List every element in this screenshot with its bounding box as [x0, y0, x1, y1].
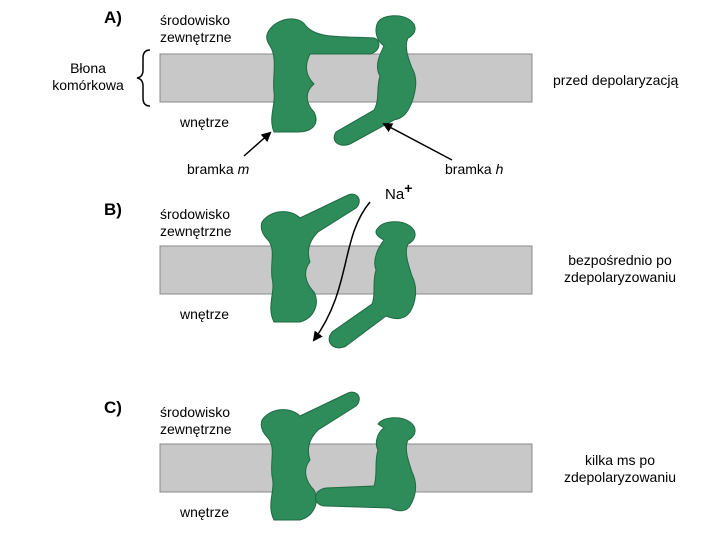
gate-m-arrow — [243, 131, 272, 157]
ion-flow-arrow — [312, 201, 371, 342]
inside-label-a: wnętrze — [180, 114, 230, 130]
channel-left-a — [266, 18, 380, 133]
inside-label-c: wnętrze — [180, 504, 230, 520]
outside-label-b: środowisko zewnętrzne — [160, 206, 232, 239]
panel-a — [159, 15, 533, 146]
sodium-ion-label: Na+ — [385, 180, 412, 203]
ion-symbol: Na — [385, 186, 405, 203]
gate-m-letter: m — [237, 161, 250, 177]
membrane-c — [159, 443, 533, 493]
state-label-b: bezpośrednio po zdepolaryzowaniu — [563, 252, 677, 285]
membrane-b — [159, 245, 533, 295]
panel-letter-b: B) — [104, 200, 122, 219]
gate-h-arrow — [382, 123, 453, 161]
state-label-a: przed depolaryzacją — [553, 72, 679, 88]
panel-letter-c: C) — [104, 398, 122, 417]
channel-right-a — [333, 15, 417, 146]
inside-label-b: wnętrze — [180, 306, 230, 322]
membrane-brace — [136, 49, 151, 107]
channel-left-b — [260, 193, 360, 323]
gate-m-label: bramka m — [187, 161, 249, 178]
outside-label-c: środowisko zewnętrzne — [160, 404, 232, 437]
gate-m-prefix: bramka — [187, 161, 238, 177]
gate-h-letter: h — [495, 161, 504, 177]
ion-charge: + — [404, 180, 413, 196]
channel-right-c — [315, 417, 417, 512]
outside-label-a: środowisko zewnętrzne — [160, 12, 232, 45]
panel-letter-a: A) — [104, 8, 122, 27]
channel-right-b — [328, 221, 417, 349]
membrane-a — [159, 53, 533, 103]
membrane-label: Błona komórkowa — [52, 60, 124, 93]
gate-h-prefix: bramka — [445, 161, 496, 177]
gate-h-label: bramka h — [445, 161, 503, 178]
panel-b — [159, 193, 533, 349]
state-label-c: kilka ms po zdepolaryzowaniu — [563, 452, 677, 485]
panel-c — [159, 391, 533, 521]
channel-left-c — [260, 391, 360, 521]
